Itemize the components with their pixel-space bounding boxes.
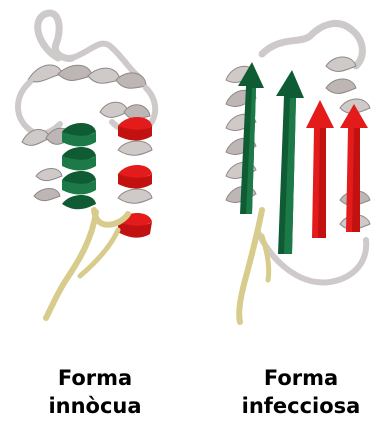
caption-line1: Forma (20, 364, 170, 392)
green-beta-strand (238, 62, 304, 254)
tail (46, 210, 128, 318)
caption-line1: Forma (225, 364, 377, 392)
bottom-coil (258, 232, 366, 282)
grey-helix-bottom (34, 169, 62, 201)
grey-helix-right (100, 102, 150, 119)
red-beta-strand (306, 100, 368, 238)
green-helix (62, 123, 96, 209)
innocuous-form-structure (18, 13, 155, 318)
caption-line2: innòcua (20, 392, 170, 420)
infectious-form-structure (226, 23, 370, 322)
infectious-form-caption: Forma infecciosa (225, 364, 377, 420)
top-loop-coil (38, 13, 72, 58)
innocuous-form-caption: Forma innòcua (20, 364, 170, 420)
caption-line2: infecciosa (225, 392, 377, 420)
tail-branch (262, 236, 269, 280)
left-coil (18, 82, 60, 134)
tail (239, 210, 262, 322)
